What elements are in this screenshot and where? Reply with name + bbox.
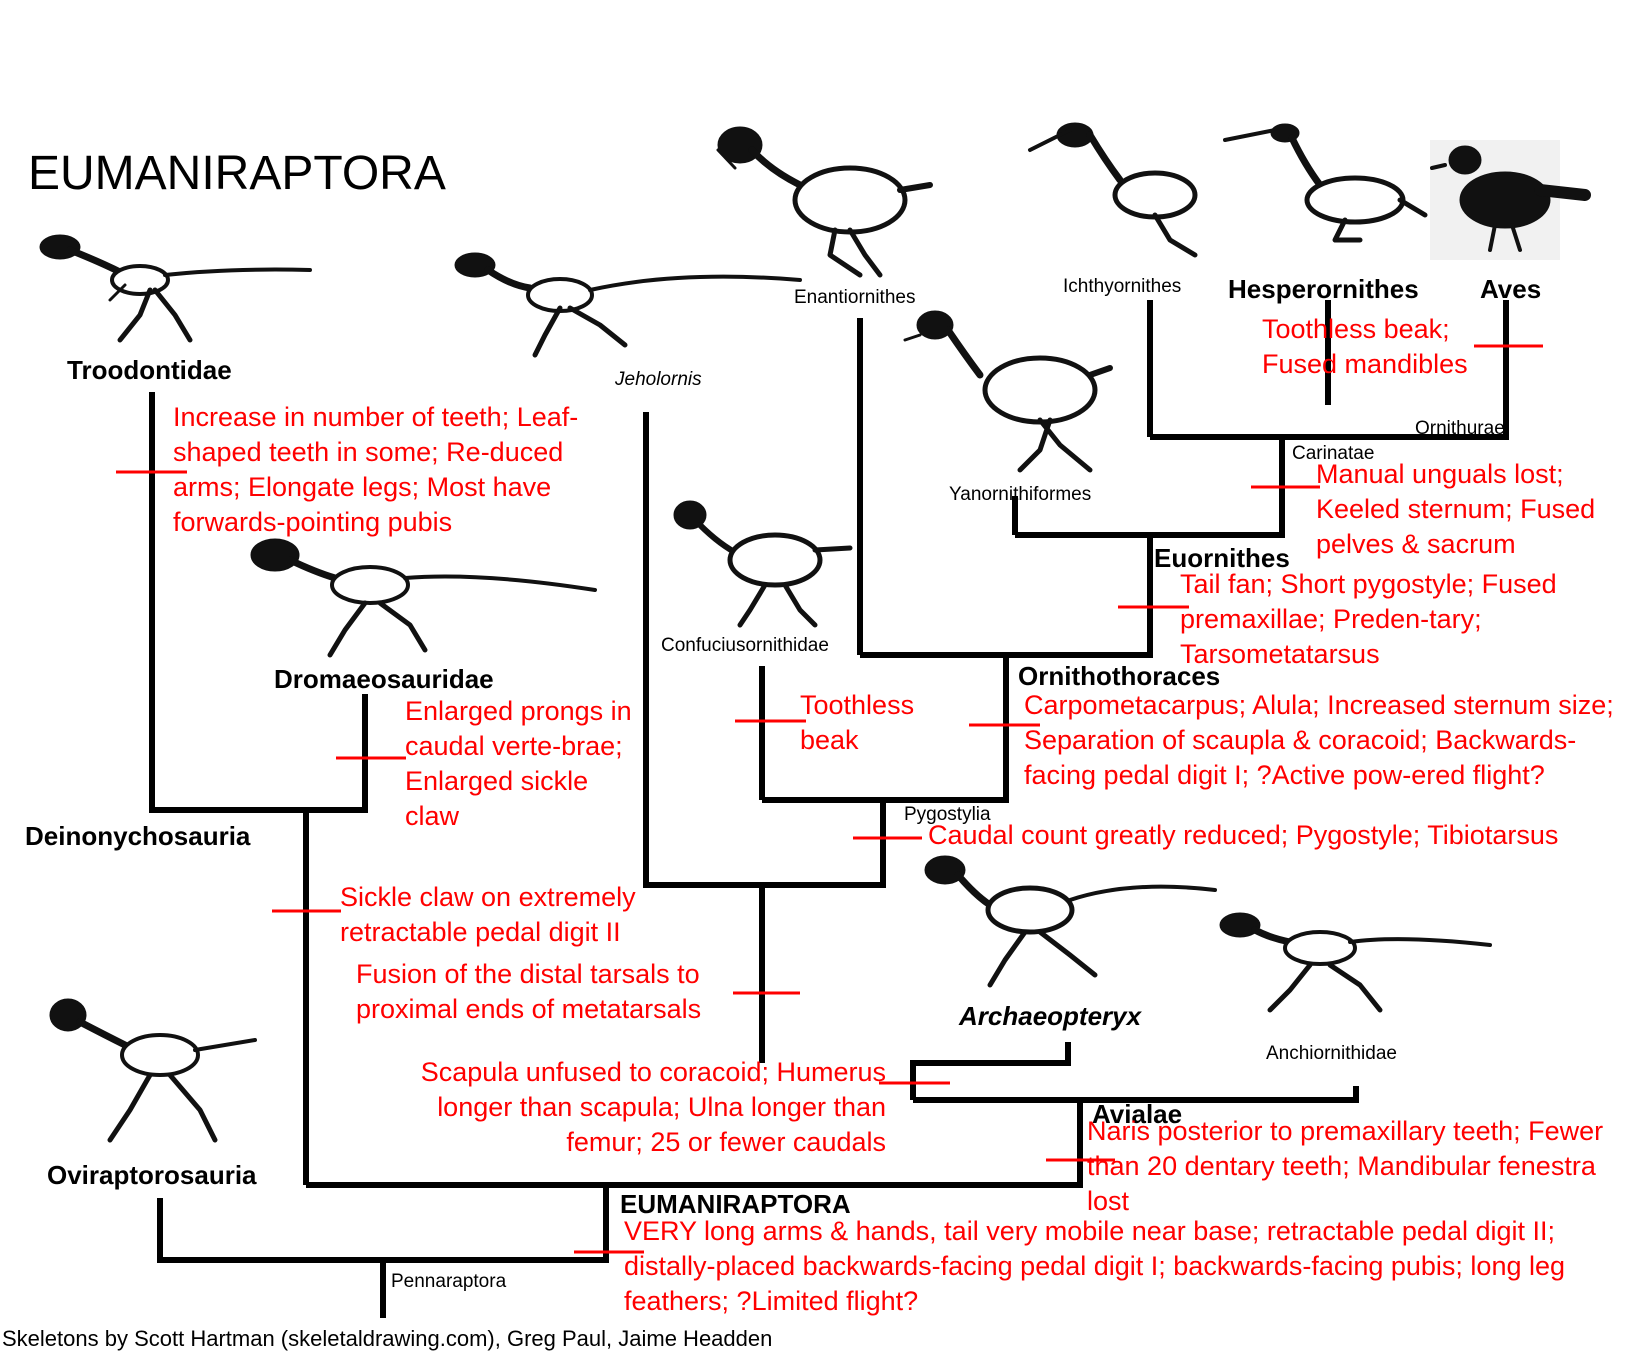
label-pygostylia: Pygostylia	[904, 804, 991, 825]
credit-line: Skeletons by Scott Hartman (skeletaldraw…	[2, 1326, 773, 1351]
yanornithiformes-skeleton	[903, 310, 1113, 473]
label-avialae: Avialae	[1092, 1099, 1183, 1129]
chars-troodontidae: Increase in number of teeth; Leaf-shaped…	[173, 402, 579, 537]
label-carinatae: Carinatae	[1292, 443, 1375, 464]
branch-archaeopteryx	[910, 1042, 1071, 1100]
label-pennaraptora: Pennaraptora	[391, 1271, 507, 1292]
chars-euornithes: Tail fan; Short pygostyle; Fused premaxi…	[1180, 569, 1557, 669]
archaeopteryx-skeleton	[924, 855, 1217, 988]
title: EUMANIRAPTORA	[28, 147, 446, 200]
label-eumaniraptora: EUMANIRAPTORA	[620, 1189, 851, 1219]
chars-eumaniraptora: VERY long arms & hands, tail very mobile…	[624, 1216, 1566, 1316]
anchiornithidae-skeleton	[1219, 912, 1492, 1013]
label-aves: Aves	[1480, 274, 1542, 304]
label-ornithothoraces: Ornithothoraces	[1018, 661, 1221, 691]
branch-eumaniraptora	[306, 1100, 1083, 1188]
branch-euornithes	[1015, 437, 1285, 538]
chars-deinonychosauria: Sickle claw on extremely retractable ped…	[340, 882, 636, 947]
label-anchiornithidae: Anchiornithidae	[1266, 1043, 1397, 1064]
branch-pygostylia-node	[762, 655, 1009, 803]
label-confuciusornithidae: Confuciusornithidae	[661, 635, 829, 656]
branch-pygostylia	[762, 800, 886, 888]
dromaeosaurid-skeleton	[250, 538, 597, 658]
chars-pygostylia: Caudal count greatly reduced; Pygostyle;…	[928, 820, 1559, 850]
label-dromaeosauridae: Dromaeosauridae	[274, 664, 494, 694]
chars-avialae: Naris posterior to premaxillary teeth; F…	[1087, 1116, 1604, 1216]
chars-ornithothoraces: Carpometacarpus; Alula; Increased sternu…	[1024, 690, 1614, 790]
label-archaeopteryx: Archaeopteryx	[959, 1001, 1142, 1031]
enantiornithes-skeleton	[716, 126, 933, 278]
label-deinonychosauria: Deinonychosauria	[25, 821, 251, 851]
chars-confuciusornithidae: Toothless beak	[800, 690, 915, 755]
chars-carinatae: Manual unguals lost; Keeled sternum; Fus…	[1316, 459, 1596, 559]
label-yanornithiformes: Yanornithiformes	[949, 484, 1092, 505]
label-oviraptorosauria: Oviraptorosauria	[47, 1160, 257, 1190]
label-hesperornithes: Hesperornithes	[1228, 274, 1419, 304]
branch-jeholornis-clade	[643, 412, 765, 1063]
chars-scapula: Scapula unfused to coracoid; Humerus lon…	[420, 1057, 886, 1157]
chars-ornithurae: Toothless beak; Fused mandibles	[1262, 314, 1468, 379]
label-enantiornithes: Enantiornithes	[794, 287, 916, 308]
confuciusornithidae-skeleton	[673, 500, 853, 628]
label-troodontidae: Troodontidae	[67, 355, 232, 385]
branch-pennaraptora	[157, 1185, 609, 1263]
oviraptorosaur-skeleton	[49, 998, 257, 1143]
chars-tarsals: Fusion of the distal tarsals to proximal…	[356, 959, 702, 1024]
troodontid-skeleton	[39, 234, 312, 343]
label-ichthyornithes: Ichthyornithes	[1063, 276, 1182, 297]
branch-troodontidae	[149, 392, 368, 813]
hesperornithes-skeleton	[1223, 123, 1428, 243]
chars-dromaeosauridae: Enlarged prongs in caudal verte-brae; En…	[405, 696, 632, 831]
label-euornithes: Euornithes	[1154, 543, 1290, 573]
aves-silhouette	[1430, 140, 1591, 260]
ichthyornithes-skeleton	[1028, 122, 1198, 258]
label-ornithurae: Ornithurae	[1415, 418, 1505, 439]
jeholornis-skeleton	[454, 252, 802, 358]
branch-ornithothoraces	[860, 535, 1153, 658]
branch-avialae	[913, 1086, 1359, 1103]
label-jeholornis: Jeholornis	[615, 369, 702, 390]
